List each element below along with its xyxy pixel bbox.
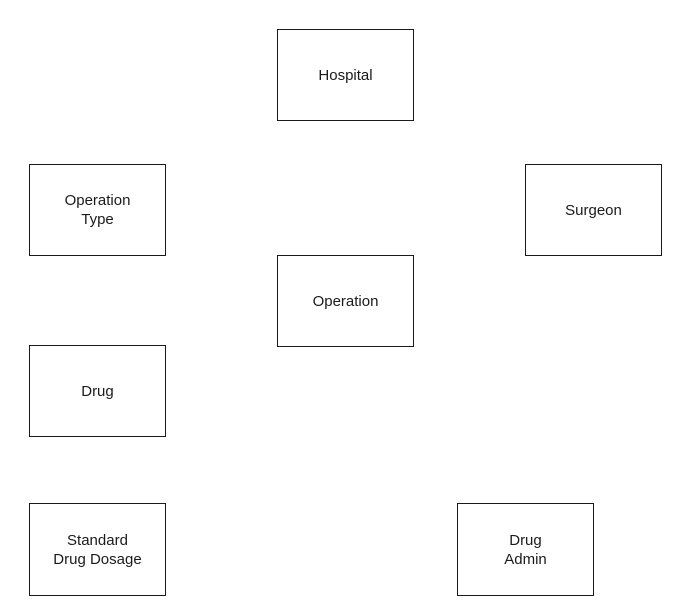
entity-label: Surgeon: [565, 201, 622, 219]
entity-operation: Operation: [277, 255, 414, 347]
entity-label: Drug: [81, 382, 114, 400]
entity-standard-drug-dosage: Standard Drug Dosage: [29, 503, 166, 596]
entity-label: Operation: [312, 292, 379, 310]
entity-hospital: Hospital: [277, 29, 414, 121]
entity-operation-type: Operation Type: [29, 164, 166, 256]
entity-label: Hospital: [318, 66, 373, 84]
entity-drug-admin: Drug Admin: [457, 503, 594, 596]
entity-label: Drug Admin: [504, 531, 547, 568]
entity-label: Operation Type: [64, 192, 131, 228]
entity-surgeon: Surgeon: [525, 164, 662, 256]
entity-drug: Drug: [29, 345, 166, 437]
entity-label: Standard Drug Dosage: [53, 531, 142, 568]
